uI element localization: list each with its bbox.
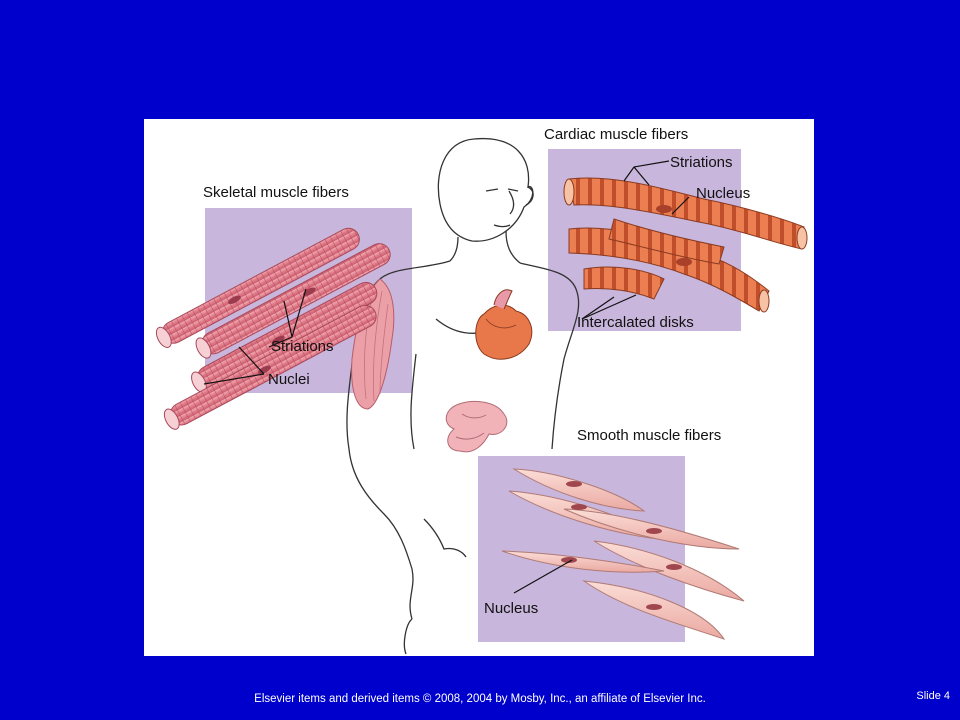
skeletal-nuclei-label: Nuclei [268, 371, 310, 388]
smooth-fibers [501, 468, 745, 640]
muscle-types-illustration [155, 137, 808, 655]
slide-number: Slide 4 [916, 690, 950, 702]
footer-credit: Elsevier items and derived items © 2008,… [254, 693, 706, 705]
cardiac-title: Cardiac muscle fibers [544, 126, 689, 143]
smooth-nucleus-label: Nucleus [484, 600, 539, 617]
cardiac-fibers [563, 177, 808, 313]
heart [475, 289, 533, 360]
cardiac-striations-label: Striations [670, 154, 733, 171]
skeletal-striations-label: Striations [271, 338, 334, 355]
figure-panel: Skeletal muscle fibers Striations Nuclei… [144, 119, 814, 656]
human-body-outline [346, 137, 580, 655]
skeletal-fibers [155, 227, 391, 430]
cardiac-nucleus-label: Nucleus [696, 185, 751, 202]
cardiac-intercalated-label: Intercalated disks [577, 314, 694, 331]
skeletal-title: Skeletal muscle fibers [203, 184, 349, 201]
smooth-title: Smooth muscle fibers [577, 427, 722, 444]
intestines [445, 401, 508, 453]
